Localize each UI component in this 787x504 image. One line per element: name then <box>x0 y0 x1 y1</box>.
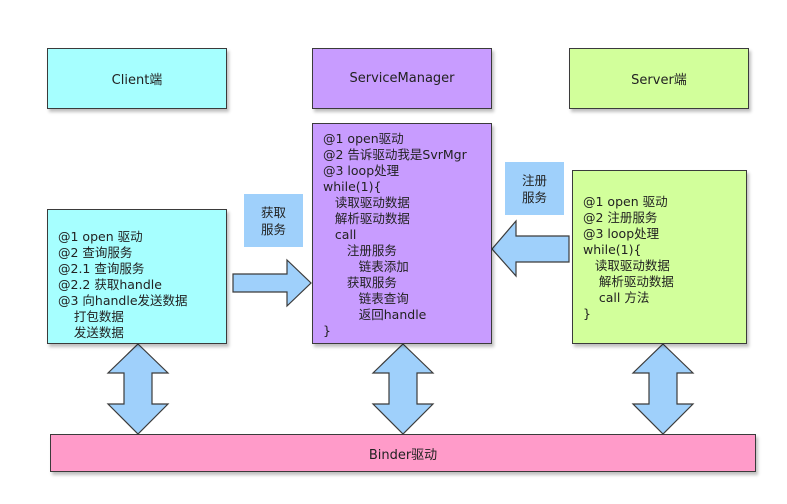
server-header-box: Server端 <box>569 48 749 109</box>
binder-driver-label: Binder驱动 <box>368 447 438 463</box>
servicemanager-line: @1 open驱动 <box>323 131 404 146</box>
servicemanager-line: } <box>323 323 331 338</box>
client-header-label: Client端 <box>111 73 163 88</box>
get-service-tag-label: 获取 服务 <box>260 204 286 237</box>
servicemanager-line: @2 告诉驱动我是SvrMgr <box>323 147 467 162</box>
server-line: 读取驱动数据 <box>583 258 670 273</box>
client-body-box: @1 open 驱动 @2 查询服务 @2.1 查询服务 @2.2 获取hand… <box>47 209 227 344</box>
server-line: @3 loop处理 <box>583 226 660 241</box>
servicemanager-body-box: @1 open驱动 @2 告诉驱动我是SvrMgr @3 loop处理 whil… <box>312 123 492 344</box>
server-line: @1 open 驱动 <box>583 194 668 209</box>
server-line: call 方法 <box>583 290 650 305</box>
client-header-box: Client端 <box>47 48 227 109</box>
client-line: @1 open 驱动 <box>58 229 143 244</box>
servicemanager-binder-arrow <box>371 343 435 435</box>
client-line: @2 查询服务 <box>58 245 133 260</box>
register-service-tag-label: 注册 服务 <box>521 172 547 205</box>
servicemanager-line: 注册服务 <box>323 243 397 258</box>
server-binder-arrow <box>631 343 695 435</box>
server-line: while(1){ <box>583 242 642 257</box>
get-service-arrow <box>232 258 312 308</box>
server-line: 解析驱动数据 <box>583 274 674 289</box>
server-line: @2 注册服务 <box>583 210 658 225</box>
client-line: @3 向handle发送数据 <box>58 293 188 308</box>
servicemanager-line: @3 loop处理 <box>323 163 400 178</box>
servicemanager-line: 链表添加 <box>323 259 409 274</box>
servicemanager-line: 获取服务 <box>323 275 397 290</box>
servicemanager-line: while(1){ <box>323 179 382 194</box>
servicemanager-line: 读取驱动数据 <box>323 195 410 210</box>
servicemanager-header-label: ServiceManager <box>349 71 455 86</box>
binder-driver-box: Binder驱动 <box>50 434 756 472</box>
client-line: 打包数据 <box>58 309 124 324</box>
server-body-box: @1 open 驱动 @2 注册服务 @3 loop处理 while(1){ 读… <box>572 170 747 344</box>
client-line: @2.2 获取handle <box>58 277 162 292</box>
servicemanager-line: 链表查询 <box>323 291 409 306</box>
server-header-label: Server端 <box>631 73 687 88</box>
client-line: @2.1 查询服务 <box>58 261 145 276</box>
servicemanager-line: 解析驱动数据 <box>323 211 410 226</box>
server-line: } <box>583 306 591 321</box>
client-binder-arrow <box>106 343 170 435</box>
get-service-tag: 获取 服务 <box>244 194 303 247</box>
register-service-arrow <box>491 219 570 278</box>
servicemanager-header-box: ServiceManager <box>312 48 492 109</box>
servicemanager-line: 返回handle <box>323 307 427 322</box>
client-line: 发送数据 <box>58 325 124 340</box>
register-service-tag: 注册 服务 <box>505 162 564 215</box>
servicemanager-line: call <box>323 227 357 242</box>
